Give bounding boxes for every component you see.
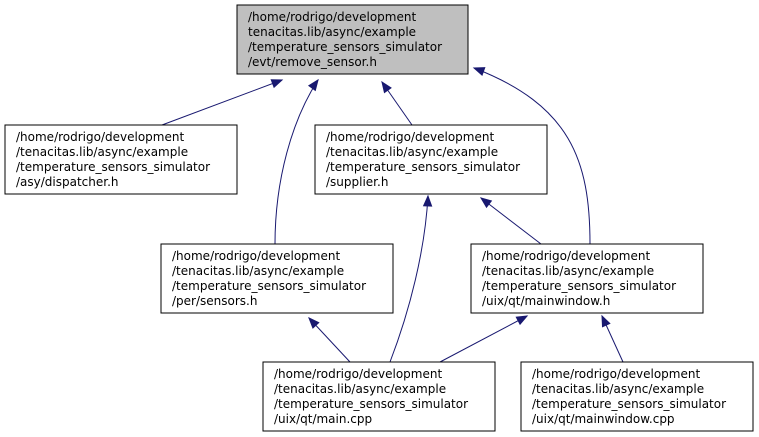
- node-main-cpp[interactable]: /home/rodrigo/development/tenacitas.lib/…: [262, 361, 496, 432]
- edge-arrowhead: [422, 194, 433, 207]
- node-label-line: /temperature_sensors_simulator: [532, 397, 726, 411]
- edge-line: [439, 315, 528, 363]
- edge-mainwindow_h-to-supplier: [479, 197, 542, 245]
- edge-line: [389, 195, 429, 363]
- node-label-line: /tenacitas.lib/async/example: [274, 382, 446, 396]
- node-label-line: /home/rodrigo/development: [482, 249, 650, 263]
- node-label-line: /home/rodrigo/development: [532, 367, 700, 381]
- node-label-line: /home/rodrigo/development: [172, 249, 340, 263]
- edge-arrowhead: [270, 79, 284, 89]
- edge-main_cpp-to-supplier: [389, 194, 433, 363]
- node-remove-sensor[interactable]: /home/rodrigo/developmenttenacitas.lib/a…: [236, 4, 469, 75]
- edge-main_cpp-to-mainwindow_h: [439, 315, 529, 363]
- edge-arrowhead: [479, 197, 493, 209]
- edge-main_cpp-to-sensors: [308, 317, 351, 363]
- edge-mainwindow_h-to-remove_sensor: [472, 67, 591, 245]
- node-label-line: /home/rodrigo/development: [326, 130, 494, 144]
- edge-mainwindow_cpp-to-mainwindow_h: [601, 314, 624, 363]
- node-box: [160, 243, 394, 314]
- node-label-line: /tenacitas.lib/async/example: [532, 382, 704, 396]
- node-mainwindow-cpp[interactable]: /home/rodrigo/development/tenacitas.lib/…: [520, 361, 754, 432]
- edge-line: [274, 79, 319, 245]
- node-box: [236, 4, 469, 75]
- node-label-line: /tenacitas.lib/async/example: [16, 145, 188, 159]
- edge-dispatcher-to-remove_sensor: [161, 79, 284, 126]
- edge-supplier-to-remove_sensor: [381, 80, 413, 126]
- node-label-line: /home/rodrigo/development: [274, 367, 442, 381]
- nodes-layer: /home/rodrigo/developmenttenacitas.lib/a…: [4, 4, 754, 432]
- node-label-line: /temperature_sensors_simulator: [248, 40, 442, 54]
- node-label-line: /home/rodrigo/development: [16, 130, 184, 144]
- node-label-line: /tenacitas.lib/async/example: [326, 145, 498, 159]
- node-label-line: /tenacitas.lib/async/example: [172, 264, 344, 278]
- edge-arrowhead: [515, 315, 529, 326]
- node-label-line: /temperature_sensors_simulator: [274, 397, 468, 411]
- edge-line: [473, 67, 591, 245]
- edge-arrowhead: [308, 317, 320, 329]
- node-mainwindow-h[interactable]: /home/rodrigo/development/tenacitas.lib/…: [470, 243, 704, 314]
- edge-line: [161, 79, 283, 126]
- node-box: [520, 361, 754, 432]
- node-label-line: /temperature_sensors_simulator: [172, 279, 366, 293]
- node-label-line: /temperature_sensors_simulator: [482, 279, 676, 293]
- edge-sensors-to-remove_sensor: [274, 78, 319, 245]
- node-box: [470, 243, 704, 314]
- node-supplier[interactable]: /home/rodrigo/development/tenacitas.lib/…: [314, 124, 548, 195]
- edge-arrowhead: [307, 78, 319, 92]
- node-label-line: /uix/qt/mainwindow.cpp: [532, 412, 675, 426]
- node-label-line: /home/rodrigo/development: [248, 10, 416, 24]
- node-dispatcher[interactable]: /home/rodrigo/development/tenacitas.lib/…: [4, 124, 238, 195]
- node-box: [314, 124, 548, 195]
- node-label-line: tenacitas.lib/async/example: [248, 25, 416, 39]
- node-label-line: /uix/qt/main.cpp: [274, 412, 372, 426]
- node-label-line: /per/sensors.h: [172, 294, 257, 308]
- edge-arrowhead: [601, 314, 611, 328]
- node-box: [262, 361, 496, 432]
- node-label-line: /asy/dispatcher.h: [16, 175, 119, 189]
- node-label-line: /uix/qt/mainwindow.h: [482, 294, 610, 308]
- edge-arrowhead: [381, 80, 392, 94]
- node-label-line: /supplier.h: [326, 175, 388, 189]
- node-label-line: /tenacitas.lib/async/example: [482, 264, 654, 278]
- node-label-line: /temperature_sensors_simulator: [326, 160, 520, 174]
- edge-arrowhead: [472, 67, 486, 76]
- node-label-line: /temperature_sensors_simulator: [16, 160, 210, 174]
- node-label-line: /evt/remove_sensor.h: [248, 55, 377, 69]
- node-sensors[interactable]: /home/rodrigo/development/tenacitas.lib/…: [160, 243, 394, 314]
- node-box: [4, 124, 238, 195]
- edges-layer: [161, 67, 624, 363]
- edge-line: [480, 197, 542, 245]
